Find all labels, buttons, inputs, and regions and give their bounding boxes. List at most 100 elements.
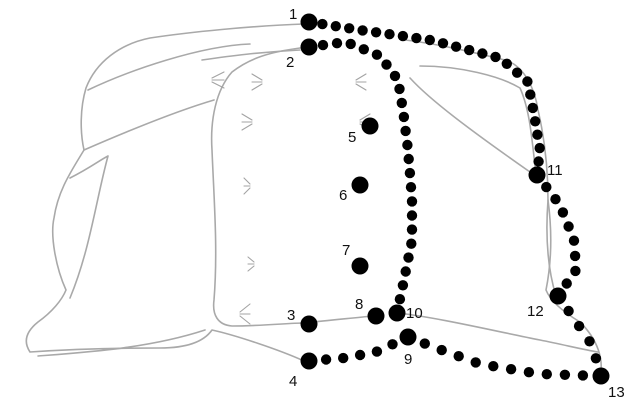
- semi-landmark-points: [317, 19, 601, 381]
- semi-landmark-dot: [359, 44, 369, 54]
- landmark-point-3: [301, 316, 318, 333]
- semi-landmark-dot: [387, 339, 397, 349]
- semi-landmark-dot: [372, 50, 382, 60]
- semi-landmark-dot: [321, 354, 331, 364]
- semi-landmark-dot: [578, 370, 588, 380]
- semi-landmark-dot: [405, 168, 415, 178]
- semi-landmark-dot: [397, 98, 407, 108]
- semi-landmark-dot: [528, 103, 538, 113]
- landmark-point-4: [301, 353, 318, 370]
- semi-landmark-dot: [502, 59, 512, 69]
- semi-landmark-dot: [477, 48, 487, 58]
- landmark-point-13: [593, 368, 610, 385]
- landmark-point-11: [529, 167, 546, 184]
- semi-landmark-dot: [591, 353, 601, 363]
- semi-landmark-dot: [506, 364, 516, 374]
- semi-landmark-dot: [317, 19, 327, 29]
- semi-landmark-dot: [420, 338, 430, 348]
- semi-landmark-dot: [563, 221, 573, 231]
- semi-landmark-dot: [395, 294, 405, 304]
- semi-landmark-dot: [437, 345, 447, 355]
- landmark-label-12: 12: [527, 303, 544, 320]
- semi-landmark-dot: [381, 59, 391, 69]
- semi-landmark-dot: [403, 252, 413, 262]
- semi-landmark-dot: [550, 194, 560, 204]
- landmark-label-2: 2: [286, 54, 294, 71]
- semi-landmark-dot: [355, 350, 365, 360]
- semi-landmark-dot: [562, 278, 572, 288]
- semi-landmark-dot: [331, 21, 341, 31]
- landmark-label-1: 1: [289, 6, 297, 23]
- landmark-point-9: [400, 329, 417, 346]
- semi-landmark-dot: [525, 89, 535, 99]
- semi-landmark-dot: [541, 182, 551, 192]
- semi-landmark-dot: [532, 130, 542, 140]
- semi-landmark-dot: [512, 68, 522, 78]
- semi-landmark-dot: [490, 52, 500, 62]
- semi-landmark-dot: [530, 116, 540, 126]
- semi-landmark-dot: [464, 45, 474, 55]
- landmark-label-4: 4: [289, 373, 297, 390]
- semi-landmark-dot: [563, 306, 573, 316]
- semi-landmark-dot: [438, 38, 448, 48]
- landmark-label-10: 10: [406, 305, 423, 322]
- semi-landmark-dot: [407, 210, 417, 220]
- semi-landmark-dot: [542, 369, 552, 379]
- semi-landmark-dot: [344, 23, 354, 33]
- landmark-label-6: 6: [339, 187, 347, 204]
- semi-landmark-dot: [535, 143, 545, 153]
- landmark-point-2: [301, 39, 318, 56]
- semi-landmark-dot: [372, 346, 382, 356]
- semi-landmark-dot: [570, 266, 580, 276]
- semi-landmark-dot: [406, 239, 416, 249]
- semi-landmark-dot: [522, 76, 532, 86]
- landmark-point-5: [362, 118, 379, 135]
- semi-landmark-dot: [558, 207, 568, 217]
- semi-landmark-dot: [400, 126, 410, 136]
- semi-landmark-dot: [394, 84, 404, 94]
- semi-landmark-dot: [574, 321, 584, 331]
- landmark-label-7: 7: [342, 242, 350, 259]
- semi-landmark-dot: [401, 266, 411, 276]
- semi-landmark-dot: [454, 351, 464, 361]
- semi-landmark-dot: [399, 112, 409, 122]
- landmark-point-7: [352, 258, 369, 275]
- semi-landmark-dot: [338, 353, 348, 363]
- semi-landmark-dot: [488, 361, 498, 371]
- semi-landmark-dot: [411, 33, 421, 43]
- semi-landmark-dot: [384, 29, 394, 39]
- semi-landmark-dot: [318, 40, 328, 50]
- semi-landmark-dot: [584, 336, 594, 346]
- landmark-point-1: [301, 14, 318, 31]
- landmark-label-11: 11: [547, 162, 563, 179]
- semi-landmark-dot: [398, 31, 408, 41]
- semi-landmark-dot: [533, 156, 543, 166]
- semi-landmark-dot: [402, 140, 412, 150]
- landmark-point-12: [550, 288, 567, 305]
- semi-landmark-dot: [357, 25, 367, 35]
- landmark-label-9: 9: [404, 351, 412, 368]
- semi-landmark-dot: [407, 196, 417, 206]
- landmark-point-10: [389, 305, 406, 322]
- landmark-label-13: 13: [608, 384, 625, 401]
- semi-landmark-dot: [407, 224, 417, 234]
- semi-landmark-dot: [524, 367, 534, 377]
- semi-landmark-dot: [332, 38, 342, 48]
- semi-landmark-dot: [570, 251, 580, 261]
- landmark-point-6: [352, 177, 369, 194]
- semi-landmark-dot: [390, 71, 400, 81]
- semi-landmark-dot: [451, 42, 461, 52]
- landmark-point-8: [368, 308, 385, 325]
- semi-landmark-dot: [425, 35, 435, 45]
- landmark-label-3: 3: [287, 307, 295, 324]
- semi-landmark-dot: [371, 27, 381, 37]
- semi-landmark-dot: [398, 280, 408, 290]
- semi-landmark-dot: [569, 236, 579, 246]
- semi-landmark-dot: [560, 370, 570, 380]
- semi-landmark-dot: [404, 154, 414, 164]
- landmark-label-8: 8: [355, 296, 363, 313]
- semi-landmark-dot: [406, 182, 416, 192]
